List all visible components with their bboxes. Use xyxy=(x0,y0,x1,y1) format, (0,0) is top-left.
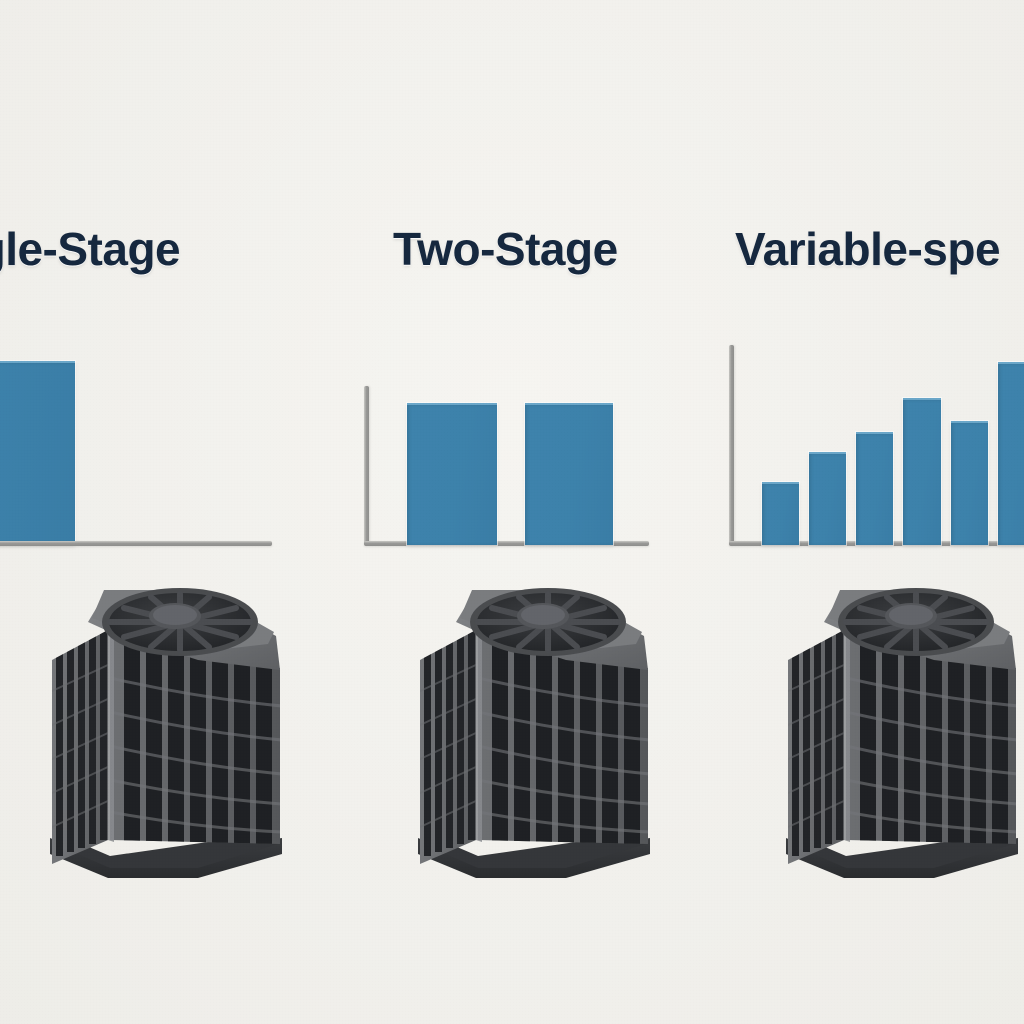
bar-variable-speed-5 xyxy=(951,421,988,545)
ac-condenser-unit-variable-speed xyxy=(784,586,1020,882)
panel-title-variable-speed: Variable-spe xyxy=(735,223,1001,275)
bar-variable-speed-6 xyxy=(998,362,1024,545)
bar-two-stage-2 xyxy=(525,403,613,545)
chart-variable-speed xyxy=(723,330,1024,555)
bar-variable-speed-4 xyxy=(903,398,941,545)
panel-variable-speed: Variable-spe xyxy=(723,0,1024,1024)
panel-title-two-stage: Two-Stage xyxy=(393,223,618,275)
bar-variable-speed-2 xyxy=(809,452,846,545)
ac-condenser-unit-single-stage xyxy=(48,586,284,882)
panel-single-stage: ngle-Stage xyxy=(0,0,280,1024)
bar-single-stage-1 xyxy=(0,361,75,545)
bar-two-stage-1 xyxy=(407,403,497,545)
chart-axis-x-single-stage xyxy=(0,541,272,546)
chart-axis-y-variable-speed xyxy=(729,345,734,544)
ac-condenser-unit-two-stage xyxy=(416,586,652,882)
panel-title-single-stage: ngle-Stage xyxy=(0,223,181,275)
chart-two-stage xyxy=(355,330,655,555)
chart-axis-y-two-stage xyxy=(364,386,369,544)
bar-variable-speed-3 xyxy=(856,432,893,545)
chart-single-stage xyxy=(0,330,280,555)
chart-axis-x-two-stage xyxy=(364,541,649,546)
bar-variable-speed-1 xyxy=(762,482,799,545)
panel-two-stage: Two-Stage xyxy=(355,0,655,1024)
